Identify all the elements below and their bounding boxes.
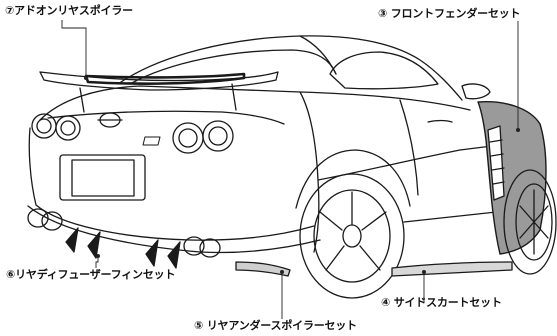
door-line [399,99,419,196]
label-front-fender-set: ③ フロントフェンダーセット [378,7,521,20]
diffuser-fin-3 [145,239,159,267]
rear-rim [313,189,391,283]
leader-dot-side-skirt [422,270,426,274]
taillight-right-inner [178,128,198,148]
license-plate [71,159,135,197]
leader-rear-diffuser [95,256,99,268]
rear-face [28,127,315,241]
side-mirror [461,83,491,100]
label-side-skirt-set: ④ サイドスカートセット [381,296,502,309]
leader-rear-spoiler [61,20,87,78]
front-spokes [519,189,549,255]
taillight-left2-outer [55,115,81,141]
taillight-left-outer [31,113,57,139]
gtr-badge [142,136,161,146]
diffuser-fin-2 [87,231,101,259]
front-tyre [503,169,557,275]
diffuser-fin-4 [167,241,181,269]
leader-dot-rear-under-spoiler [280,270,284,274]
taillight-left-inner [36,118,52,134]
wing-stay-right [231,83,237,111]
wing-stay-left [79,87,85,113]
quarter-panel [299,91,320,253]
taillight-right2-inner [208,126,228,146]
leader-dot-rear-spoiler [84,76,88,80]
door-handle [427,119,453,123]
taillight-right2-outer [202,120,234,152]
wing-lip [84,72,246,85]
front-fender [477,101,547,255]
rear-bumper [27,205,321,254]
rear-wheel-arch [295,149,411,209]
rear-window [129,49,337,85]
trunk-line [47,110,285,125]
fender-vent-slat-2 [490,153,504,157]
rear-hub [342,224,362,248]
license-plate-recess [59,154,146,201]
rear-under-spoiler [235,261,291,277]
leader-dot-front-fender [516,128,520,132]
side-window [329,51,439,90]
wing-upper [39,71,279,91]
side-skirt [391,261,513,277]
taillight-right-outer [172,122,204,154]
body-top-line [39,85,471,121]
taillight-left2-inner [60,120,76,136]
roof-outline [117,35,463,101]
diffuser-fin-1 [65,227,79,253]
exhaust-right-1 [183,236,205,256]
label-rear-diffuser-fin-set: ⑥リヤディフューザーフィンセット [6,268,176,281]
label-rear-under-spoiler-set: ⑤ リヤアンダースポイラーセット [194,319,357,332]
exhaust-left-1 [27,208,49,228]
fender-vent [487,125,505,201]
rear-tyre [299,173,405,299]
fender-vent-slat-3 [491,167,505,171]
front-rim [515,183,553,261]
rear-spokes [319,191,387,271]
exhaust-right-2 [199,238,221,258]
label-add-on-rear-spoiler: ⑦アドオンリヤスポイラー [5,4,133,17]
exhaust-left-2 [41,211,63,231]
fender-vent-slat-4 [492,181,505,185]
fender-vent-slat-1 [489,139,503,143]
c-pillar [299,35,337,75]
leader-dot-rear-diffuser [96,254,100,258]
